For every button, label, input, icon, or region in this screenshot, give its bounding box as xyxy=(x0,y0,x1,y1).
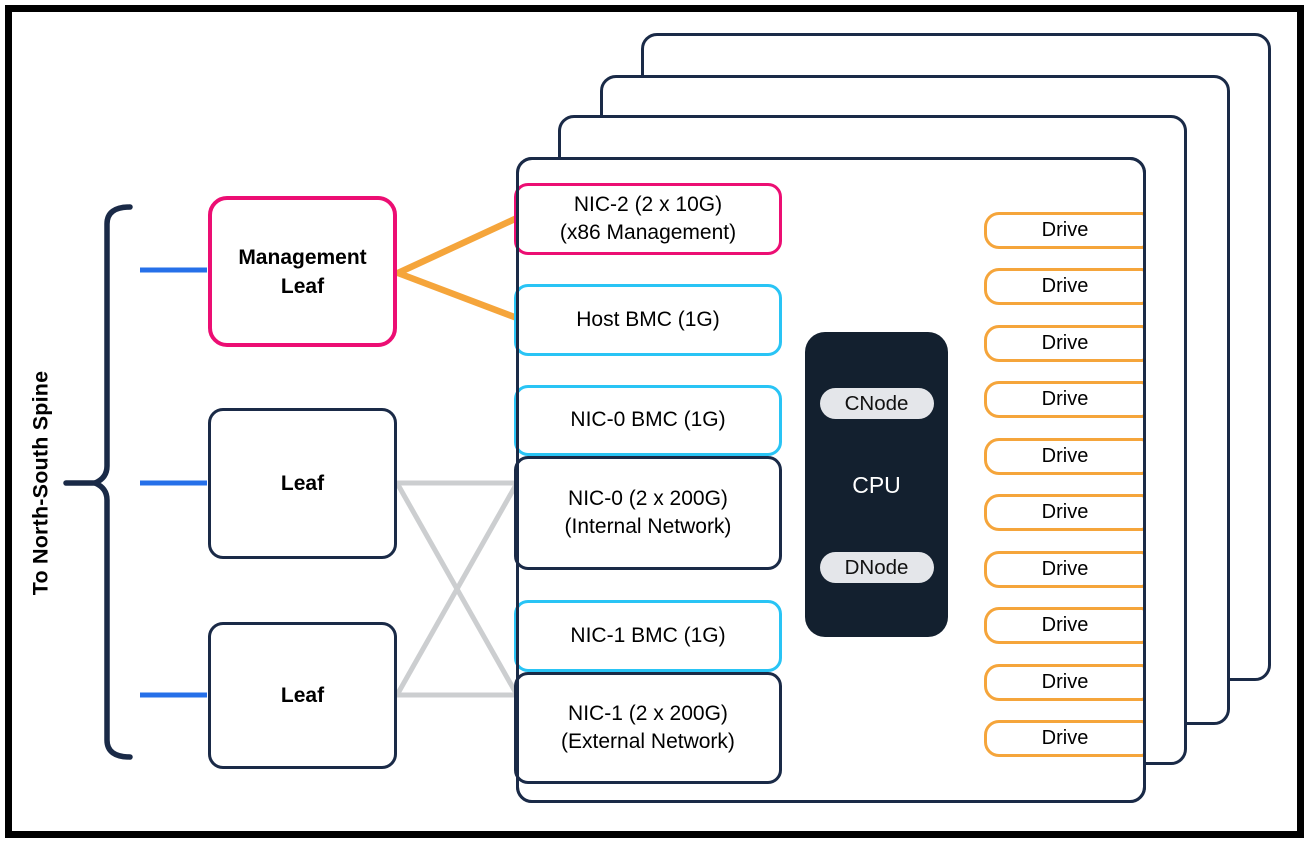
nic-0-box: NIC-0 (2 x 200G) (Internal Network) xyxy=(514,456,782,570)
nic-2-label-line2: (x86 Management) xyxy=(559,221,737,244)
cpu-box: CNode CPU DNode xyxy=(805,332,948,637)
drive-box: Drive xyxy=(984,325,1146,362)
dnode-label: DNode xyxy=(844,555,909,579)
drive-box: Drive xyxy=(984,381,1146,418)
drive-box: Drive xyxy=(984,438,1146,475)
cnode-pill: CNode xyxy=(819,388,934,419)
nic-1-label-line1: NIC-1 (2 x 200G) xyxy=(568,701,728,725)
management-leaf-label: Management Leaf xyxy=(238,245,367,298)
outer-frame xyxy=(5,5,1304,838)
spine-label: To North-South Spine xyxy=(28,370,53,596)
nic-0-label-line1: NIC-0 (2 x 200G) xyxy=(568,486,728,510)
host-bmc-label: Host BMC (1G) xyxy=(576,307,720,331)
drive-box: Drive xyxy=(984,212,1146,249)
leaf-2-box: Leaf xyxy=(208,622,397,769)
nic-0-label-line2: (Internal Network) xyxy=(564,515,732,538)
nic-0-bmc-label: NIC-0 BMC (1G) xyxy=(570,408,726,432)
mgmt-link-nic2 xyxy=(394,214,521,277)
drive-box: Drive xyxy=(984,268,1146,305)
dnode-pill: DNode xyxy=(819,552,934,583)
nic-2-label-line1: NIC-2 (2 x 10G) xyxy=(573,192,723,216)
nic-1-label-line2: (External Network) xyxy=(561,730,735,753)
leaf-1-label: Leaf xyxy=(280,472,325,495)
spine-brace xyxy=(87,204,133,760)
drive-box: Drive xyxy=(984,551,1146,588)
nic-1-box: NIC-1 (2 x 200G) (External Network) xyxy=(514,672,782,784)
mgmt-link-host-bmc xyxy=(394,269,521,322)
drive-box: Drive xyxy=(984,720,1146,757)
cpu-label: CPU xyxy=(852,472,901,498)
nic-0-bmc-box: NIC-0 BMC (1G) xyxy=(514,385,782,456)
management-leaf-box: Management Leaf xyxy=(208,196,397,347)
mesh-leaf2-nic0 xyxy=(394,481,520,697)
drive-box: Drive xyxy=(984,494,1146,531)
host-bmc-box: Host BMC (1G) xyxy=(514,284,782,356)
drive-box: Drive xyxy=(984,664,1146,701)
nic-1-bmc-box: NIC-1 BMC (1G) xyxy=(514,600,782,672)
drive-box: Drive xyxy=(984,607,1146,644)
nic-1-bmc-label: NIC-1 BMC (1G) xyxy=(570,623,726,647)
cnode-label: CNode xyxy=(844,391,909,415)
nic-2-box: NIC-2 (2 x 10G) (x86 Management) xyxy=(514,183,782,255)
leaf-2-label: Leaf xyxy=(280,684,325,707)
leaf-1-box: Leaf xyxy=(208,408,397,559)
